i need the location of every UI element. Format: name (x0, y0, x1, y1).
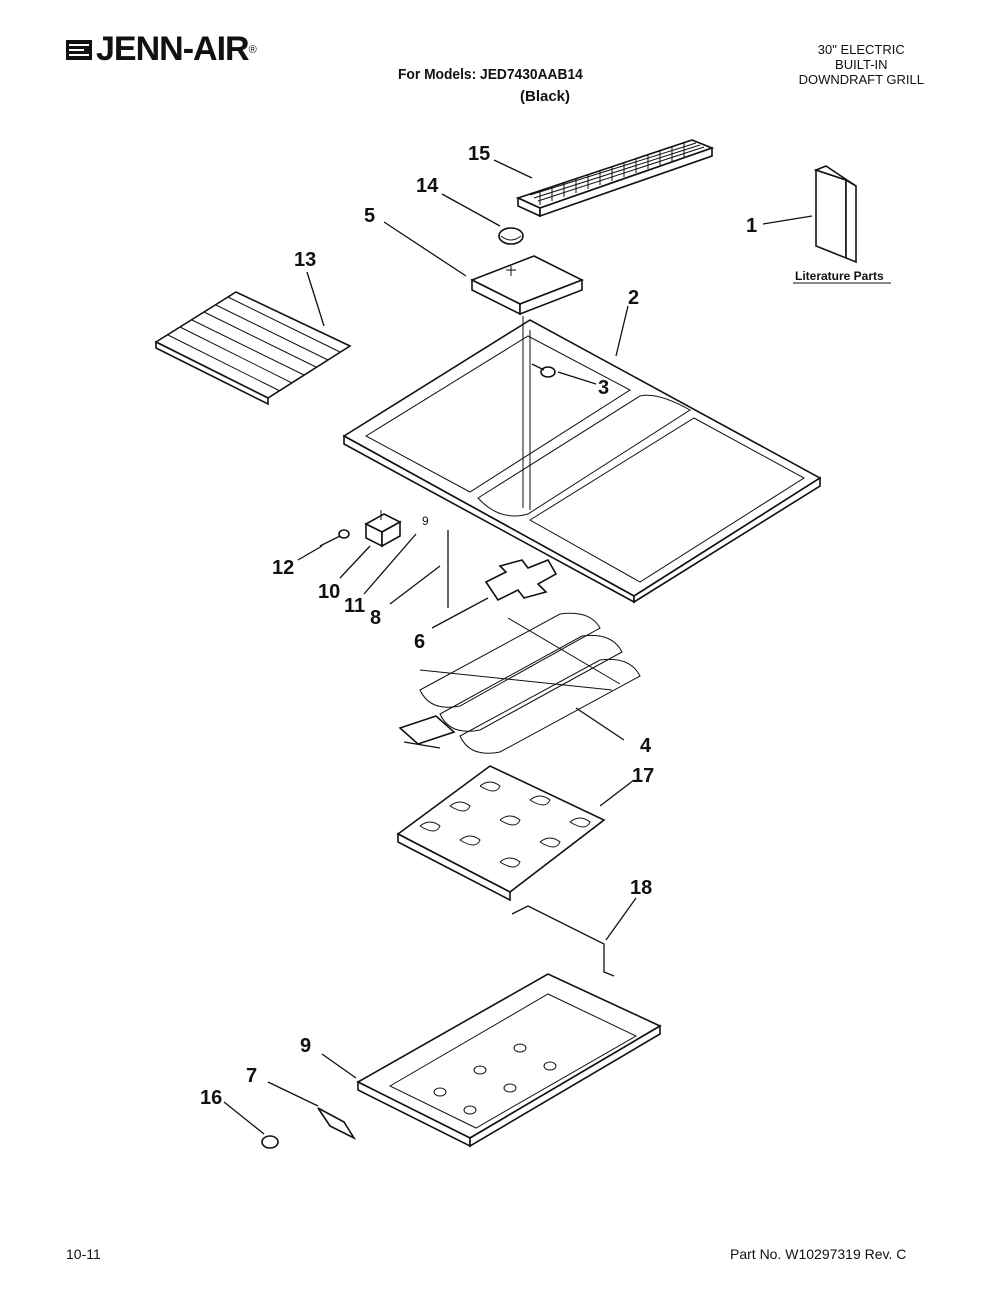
part-11-clip-label: 9 (422, 514, 429, 528)
callout-17: 17 (632, 765, 654, 787)
part-18-wire (511, 905, 615, 977)
callout-3: 3 (598, 377, 609, 399)
part-10-receptacle (364, 510, 402, 548)
part-3-screw (531, 363, 556, 378)
part-number: Part No. W10297319 Rev. C (730, 1246, 907, 1262)
product-description: 30" ELECTRIC BUILT-IN DOWNDRAFT GRILL (799, 42, 924, 87)
part-1-literature (813, 165, 857, 264)
registered-mark: ® (248, 43, 257, 56)
callout-2: 2 (628, 287, 639, 309)
part-4-heating-element (398, 612, 641, 754)
model-color: (Black) (520, 88, 571, 105)
product-line-3: DOWNDRAFT GRILL (798, 72, 924, 87)
brand-name: JENN-AIR (96, 30, 250, 68)
callout-16: 16 (200, 1087, 222, 1109)
part-7-clip (317, 1107, 357, 1140)
callout-5: 5 (364, 205, 375, 227)
part-14-knob (498, 227, 524, 245)
leader-lines (223, 159, 813, 1135)
jenn-air-logo-mark (66, 39, 92, 60)
callout-11: 11 (344, 595, 365, 617)
callout-10: 10 (318, 581, 340, 603)
product-line-1: 30" ELECTRIC (817, 42, 905, 57)
callout-4: 4 (640, 735, 652, 757)
callout-14: 14 (416, 175, 439, 197)
callout-12: 12 (272, 557, 294, 579)
part-16-knob (261, 1135, 279, 1149)
part-5-switch-box (470, 255, 584, 316)
callout-15: 15 (468, 143, 490, 165)
part-2-cooktop-frame (342, 316, 822, 604)
callout-7: 7 (246, 1065, 257, 1087)
callout-9: 9 (300, 1035, 311, 1057)
part-6-bracket (484, 558, 558, 602)
part-12-screw (319, 529, 350, 547)
callout-13: 13 (294, 249, 316, 271)
part-13-grill-grate (154, 291, 352, 406)
part-9-drip-pan (356, 973, 662, 1148)
part-15-grille (515, 139, 715, 218)
callout-8: 8 (370, 607, 381, 629)
callout-18: 18 (630, 877, 652, 899)
product-line-2: BUILT-IN (835, 57, 888, 72)
callout-6: 6 (414, 631, 425, 653)
models-line: For Models: JED7430AAB14 (398, 66, 583, 83)
callout-1: 1 (746, 215, 757, 237)
part-17-lava-rock (396, 765, 606, 902)
date-code: 10-11 (66, 1246, 101, 1262)
literature-label: Literature Parts (795, 269, 884, 283)
brand-logo: JENN-AIR ® (66, 30, 257, 69)
